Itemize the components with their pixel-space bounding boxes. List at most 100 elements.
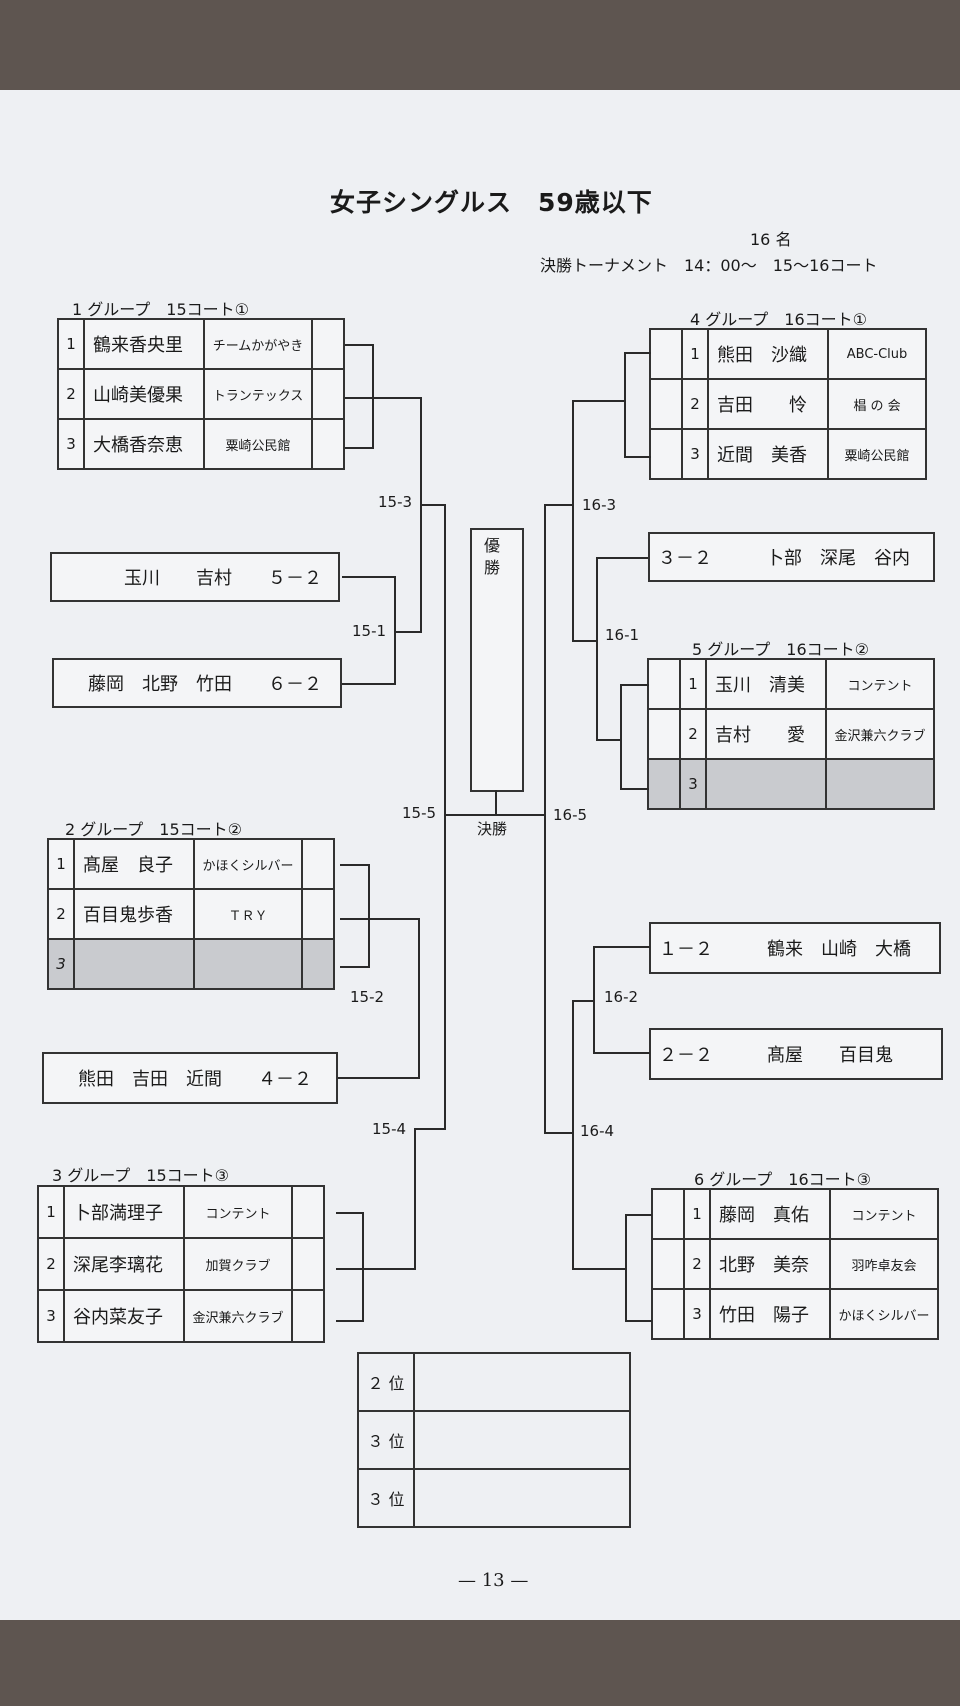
player-name (705, 758, 827, 810)
bracket-line (444, 504, 446, 1128)
bracket-line (372, 344, 374, 449)
rank: 2 (683, 1238, 711, 1290)
rank: 1 (683, 1188, 711, 1240)
bracket-line (345, 397, 421, 399)
group-2-label: 2 グループ 15コート② (65, 820, 243, 839)
rank: 2 (679, 708, 707, 760)
bracket-line (624, 352, 626, 458)
bracket-line (418, 918, 420, 1078)
rank: 2 (57, 368, 85, 420)
match-16-3: 16-3 (582, 496, 617, 514)
bracket-line (342, 576, 395, 578)
player-name: 北野 美奈 (709, 1238, 831, 1290)
match-16-5: 16-5 (553, 806, 588, 824)
rank: 1 (679, 658, 707, 710)
slot-left-1: 玉川 吉村 ５－２ (50, 552, 340, 602)
bracket-line (362, 1212, 364, 1322)
player-name: 山崎美優果 (83, 368, 205, 420)
club-name: 羽咋卓友会 (829, 1238, 939, 1290)
player-name: 熊田 沙織 (707, 328, 829, 380)
club-name: ＴＲＹ (193, 888, 303, 940)
slot-right-3: ２－２ 髙屋 百目鬼 (649, 1028, 943, 1080)
place-value (413, 1468, 631, 1528)
bracket-line (544, 504, 546, 1134)
result-cell (301, 888, 335, 940)
result-cell (301, 838, 335, 890)
group-1-label: 1 グループ 15コート① (72, 300, 250, 319)
result-cell (651, 1288, 685, 1340)
result-cell (649, 328, 683, 380)
bracket-line (345, 447, 373, 449)
place-label: ２ 位 (357, 1352, 415, 1412)
bracket-line (572, 1000, 594, 1002)
bracket-line (625, 1214, 627, 1322)
rank: 3 (57, 418, 85, 470)
result-cell (311, 418, 345, 470)
player-name: 竹田 陽子 (709, 1288, 831, 1340)
player-name: 藤岡 真佑 (709, 1188, 831, 1240)
rank: 3 (679, 758, 707, 810)
bracket-line (625, 352, 651, 354)
placement-table: ２ 位 ３ 位 ３ 位 (357, 1352, 631, 1528)
club-name: 金沢兼六クラブ (183, 1289, 293, 1343)
bracket-line (336, 1320, 364, 1322)
place-value (413, 1410, 631, 1470)
player-name: 玉川 清美 (705, 658, 827, 710)
result-cell (649, 378, 683, 430)
bracket-line (338, 1077, 420, 1079)
player-name: 吉田 怜 (707, 378, 829, 430)
club-name: コンテント (825, 658, 935, 710)
bracket-line (546, 504, 574, 506)
result-cell (291, 1185, 325, 1239)
player-name: 髙屋 良子 (73, 838, 195, 890)
rank: 1 (57, 318, 85, 370)
rank: 2 (37, 1237, 65, 1291)
bracket-line (621, 788, 649, 790)
champion-box (470, 528, 524, 792)
club-name: 金沢兼六クラブ (825, 708, 935, 760)
bracket-line (626, 1320, 652, 1322)
match-15-4: 15-4 (372, 1120, 407, 1138)
rank: 3 (681, 428, 709, 480)
group-3-label: 3 グループ 15コート③ (52, 1166, 230, 1185)
result-cell (647, 708, 681, 760)
rank: 3 (683, 1288, 711, 1340)
bracket-line (594, 946, 650, 948)
champion-label: 優勝 (484, 536, 501, 577)
club-name: コンテント (829, 1188, 939, 1240)
player-count: 16 名 (750, 230, 792, 249)
bracket-line (594, 1052, 650, 1054)
slot-left-3: 熊田 吉田 近間 ４－２ (42, 1052, 338, 1104)
club-name: ABC-Club (827, 328, 927, 380)
rank: 2 (681, 378, 709, 430)
group-4-label: 4 グループ 16コート① (690, 310, 868, 329)
rank: 3 (37, 1289, 65, 1343)
rank: 3 (47, 938, 75, 990)
page-title: 女子シングルス 59歳以下 (330, 188, 653, 217)
bracket-line (336, 1268, 416, 1270)
bracket-line (572, 1000, 574, 1270)
match-15-3: 15-3 (378, 493, 413, 511)
bracket-line (596, 739, 621, 741)
club-name: コンテント (183, 1185, 293, 1239)
group-6-label: 6 グループ 16コート③ (694, 1170, 872, 1189)
result-cell (311, 368, 345, 420)
match-15-1: 15-1 (352, 622, 387, 640)
rank: 1 (37, 1185, 65, 1239)
club-name: チームかがやき (203, 318, 313, 370)
bracket-line (495, 790, 497, 814)
bracket-line (394, 576, 396, 685)
player-name (73, 938, 195, 990)
player-name: 鶴来香央里 (83, 318, 205, 370)
bracket-line (626, 1214, 652, 1216)
final-tournament-info: 決勝トーナメント 14：00～ 15～16コート (540, 256, 878, 275)
bracket-line (444, 814, 544, 816)
result-cell (311, 318, 345, 370)
bracket-line (340, 966, 370, 968)
player-name: 深尾李璃花 (63, 1237, 185, 1291)
bracket-line (572, 400, 574, 640)
bracket-line (625, 456, 651, 458)
